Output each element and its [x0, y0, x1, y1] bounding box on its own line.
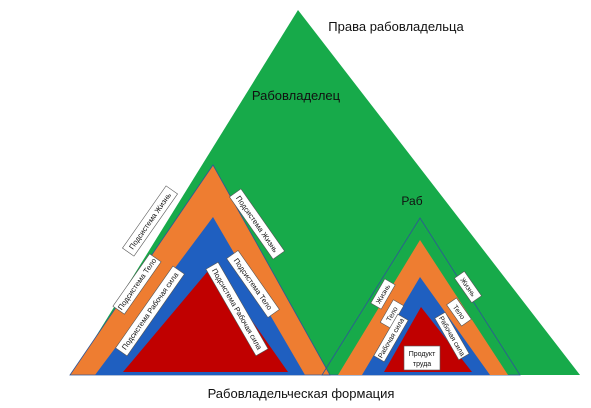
- svg-text:Продукт: Продукт: [409, 351, 436, 358]
- owner-workforce-subsystem: [123, 265, 288, 372]
- svg-text:труда: труда: [413, 361, 431, 368]
- diagram-title: Права рабовладельца: [328, 19, 464, 34]
- slave-title: Раб: [401, 194, 422, 208]
- footer-caption: Рабовладельческая формация: [208, 386, 395, 401]
- slave-left-label-body: Тело: [379, 299, 405, 329]
- owner-title: Рабовладелец: [252, 88, 341, 103]
- product-of-labor-label: Продукт труда: [403, 345, 441, 371]
